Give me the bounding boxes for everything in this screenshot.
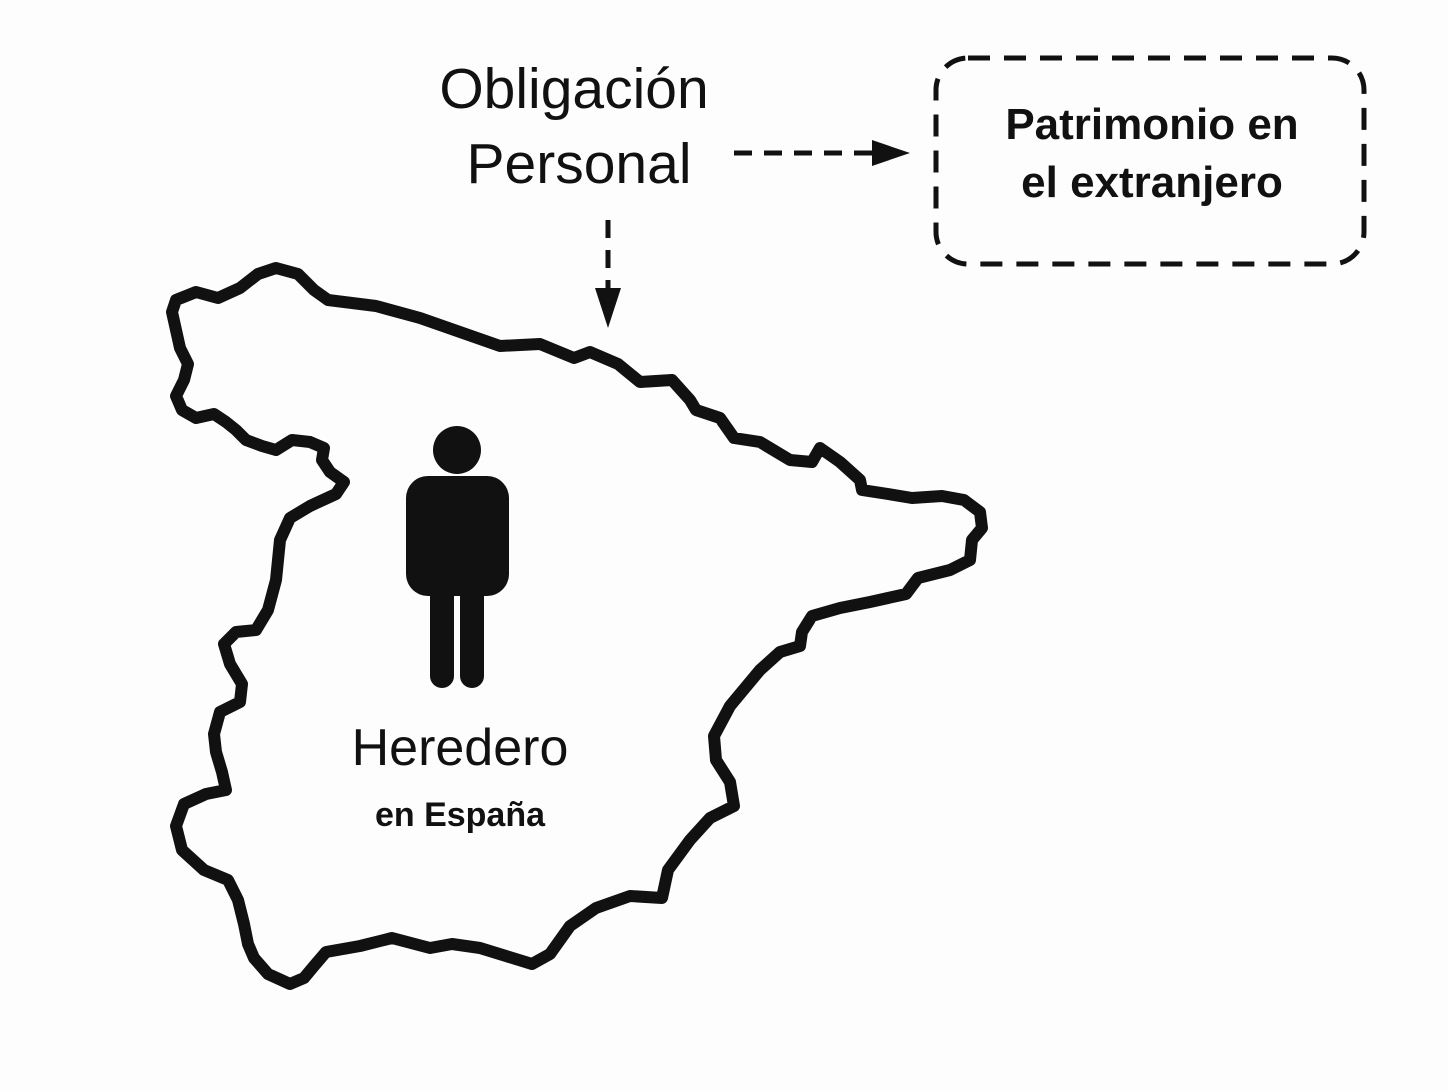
person-sublabel: en España [374, 796, 546, 834]
person-icon [406, 426, 509, 688]
arrow-right-icon [734, 140, 910, 166]
concept-title-line2: Personal [466, 132, 692, 196]
concept-title-line1: Obligación [439, 57, 709, 121]
arrow-down-icon [595, 220, 621, 328]
foreign-assets-box [933, 55, 1367, 267]
box-text-line1: Patrimonio en [1005, 100, 1299, 149]
person-label: Heredero [351, 719, 569, 777]
box-text-line2: el extranjero [1021, 158, 1283, 207]
spain-map-outline [166, 262, 988, 990]
